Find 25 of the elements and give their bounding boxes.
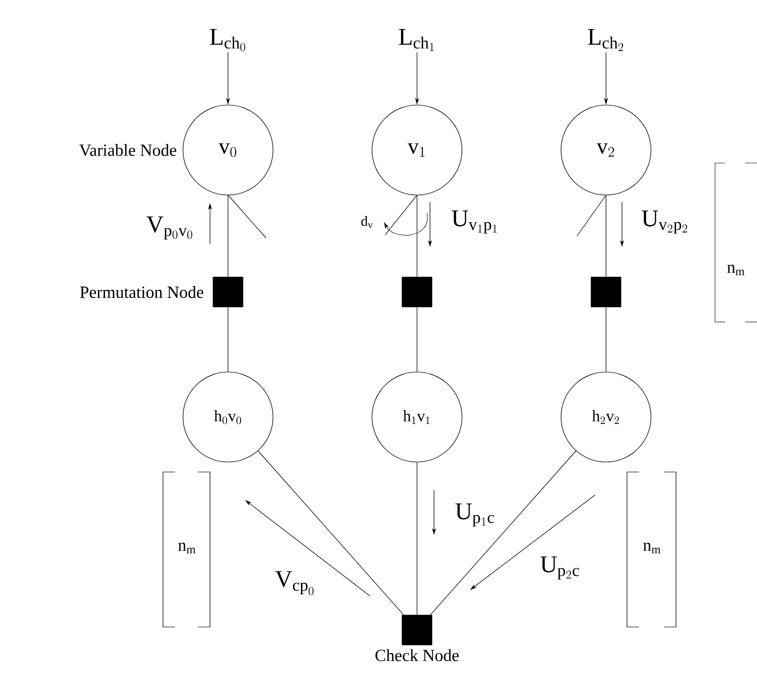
node-caption: Check Node (375, 649, 459, 662)
node-caption: Variable Node (79, 144, 176, 156)
node-square (402, 276, 432, 308)
channel-label: $\mathrm{L}_{\mathrm{ch}_{0}}$ (210, 28, 246, 52)
bracket-label: $\mathrm{n}_{\mathrm{m}}$ (727, 264, 744, 276)
message-label: $\mathrm{U}_{\mathrm{v}_{1}\mathrm{p}_{1}}$ (452, 210, 497, 234)
message-label: $\mathrm{V}_{\mathrm{p}_{0}\mathrm{v}_{0}}$ (146, 216, 192, 240)
message-label: $\mathrm{U}_{\mathrm{p}_{2}\mathrm{c}}$ (540, 556, 580, 580)
degree-label: $\mathrm{d}_{\mathrm{v}}$ (361, 216, 373, 228)
node-square (402, 614, 432, 646)
bracket-label: $\mathrm{n}_{\mathrm{m}}$ (643, 542, 660, 554)
message-label: $\mathrm{U}_{\mathrm{p}_{1}\mathrm{c}}$ (455, 504, 494, 527)
message-label: $\mathrm{U}_{\mathrm{v}_{2}\mathrm{p}_{2}}$ (642, 210, 688, 234)
connector (416, 462, 418, 616)
node-square (212, 276, 244, 308)
bracket-label: $\mathrm{n}_{\mathrm{m}}$ (178, 542, 196, 554)
channel-label: $\mathrm{L}_{\mathrm{ch}_{2}}$ (588, 28, 624, 52)
connector (430, 450, 576, 616)
message-label: $\mathrm{V}_{\mathrm{cp}_{0}}$ (275, 571, 314, 596)
node-square (590, 276, 622, 308)
connector (416, 195, 418, 278)
node-caption: Permutation Node (80, 286, 204, 298)
connector (416, 306, 418, 372)
channel-label: $\mathrm{L}_{\mathrm{ch}_{1}}$ (399, 28, 434, 52)
connector (258, 450, 404, 616)
